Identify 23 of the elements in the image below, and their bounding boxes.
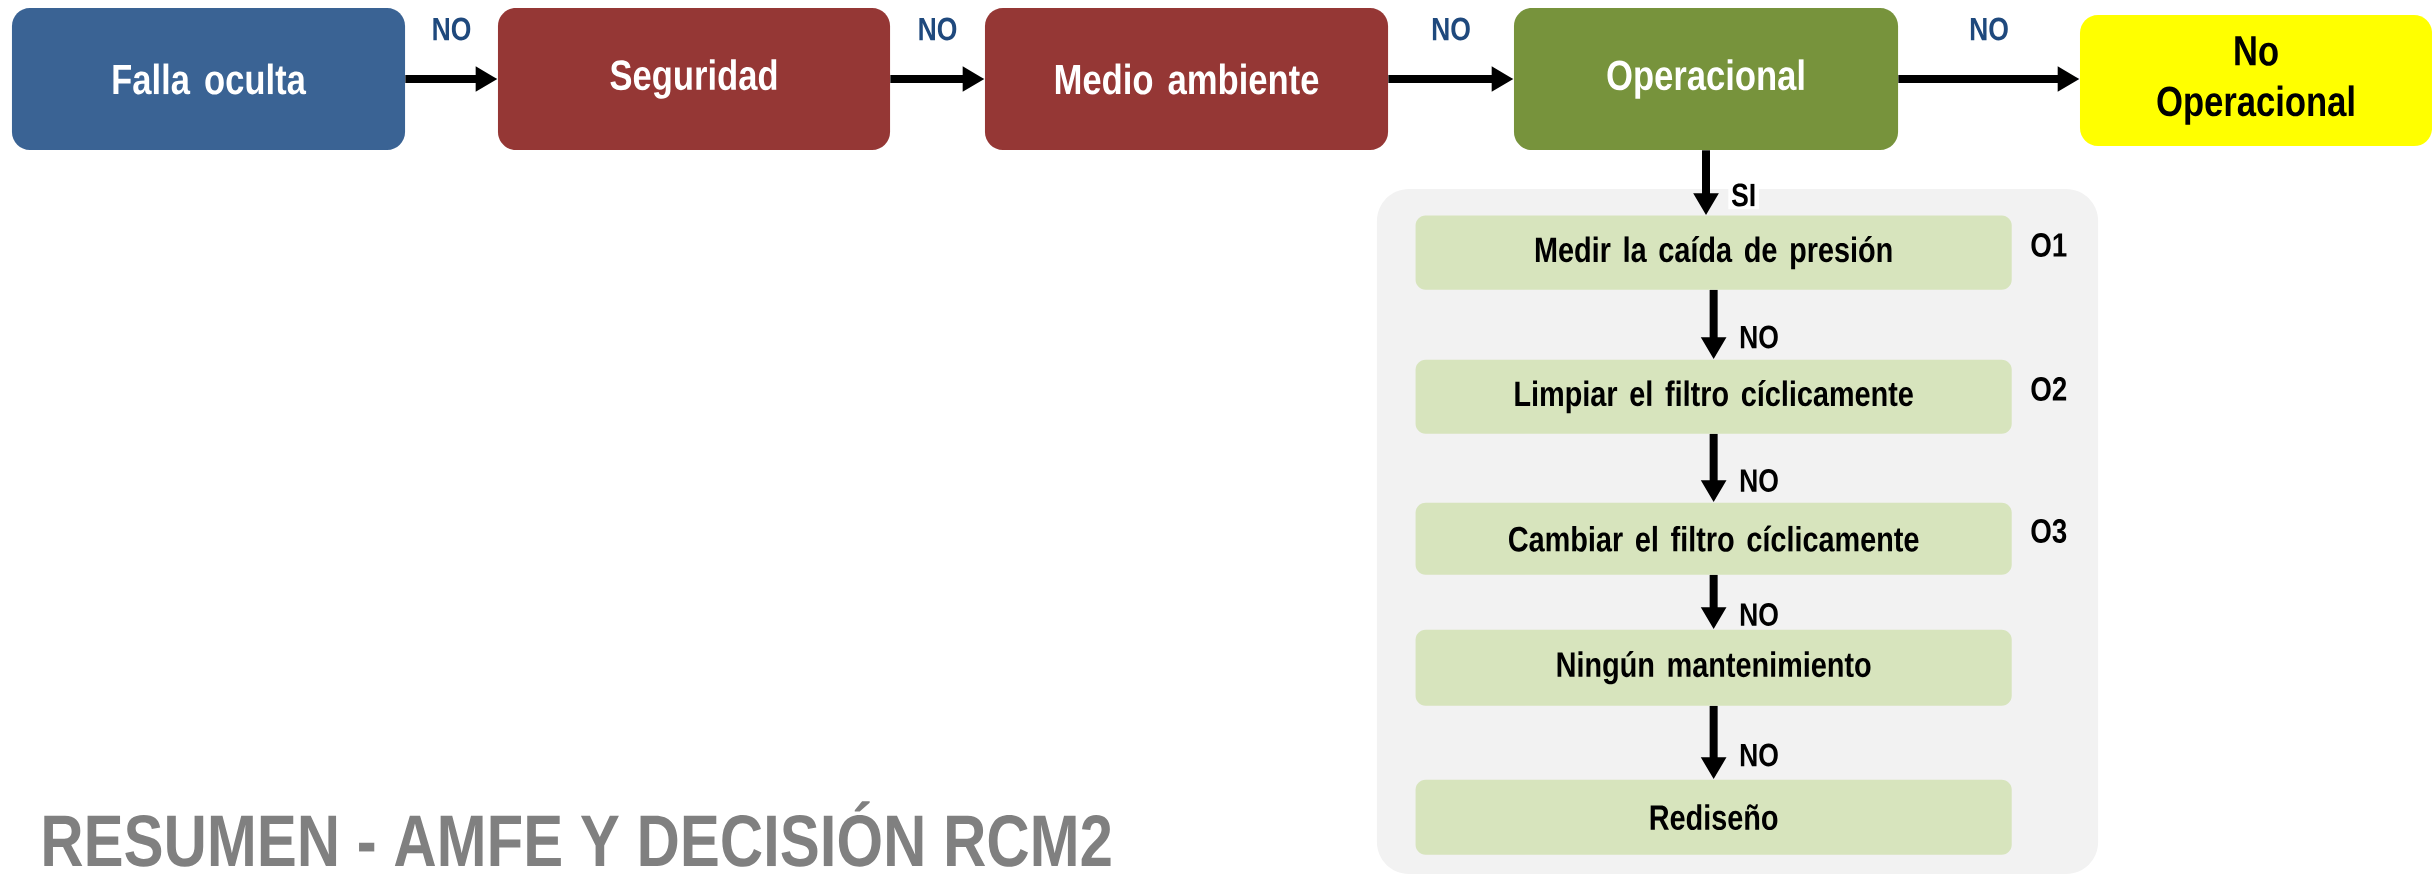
process-box: Medio ambiente (984, 8, 1389, 150)
step-box: Cambiar el filtro cíclicamente (1415, 502, 2012, 575)
edge-label: NO (914, 14, 961, 44)
option-code: O2 (2031, 377, 2067, 401)
option-code: O1 (2031, 233, 2067, 257)
edge-label: NO (1736, 600, 1782, 629)
title: RESUMEN - AMFE Y DECISIÓN RCM2 (44, 801, 1111, 867)
process-box: Operacional (1513, 8, 1899, 150)
process-box: Falla oculta (11, 8, 406, 150)
edge-label: NO (1736, 466, 1782, 495)
step-box: Ningún mantenimiento (1415, 629, 2012, 706)
edge-label: SI (1728, 180, 1759, 210)
process-box: Seguridad (497, 8, 891, 150)
result-box: No Operacional (2080, 15, 2432, 146)
edge-label: NO (1428, 14, 1474, 44)
option-code: O3 (2031, 519, 2067, 543)
edge-label: NO (428, 14, 475, 44)
step-box: Rediseño (1415, 779, 2012, 855)
edge-label: NO (1736, 322, 1782, 352)
step-box: Limpiar el filtro cíclicamente (1415, 359, 2012, 434)
edge-label: NO (1966, 14, 2012, 44)
edge-label: NO (1736, 740, 1782, 770)
step-box: Medir la caída de presión (1415, 215, 2012, 290)
